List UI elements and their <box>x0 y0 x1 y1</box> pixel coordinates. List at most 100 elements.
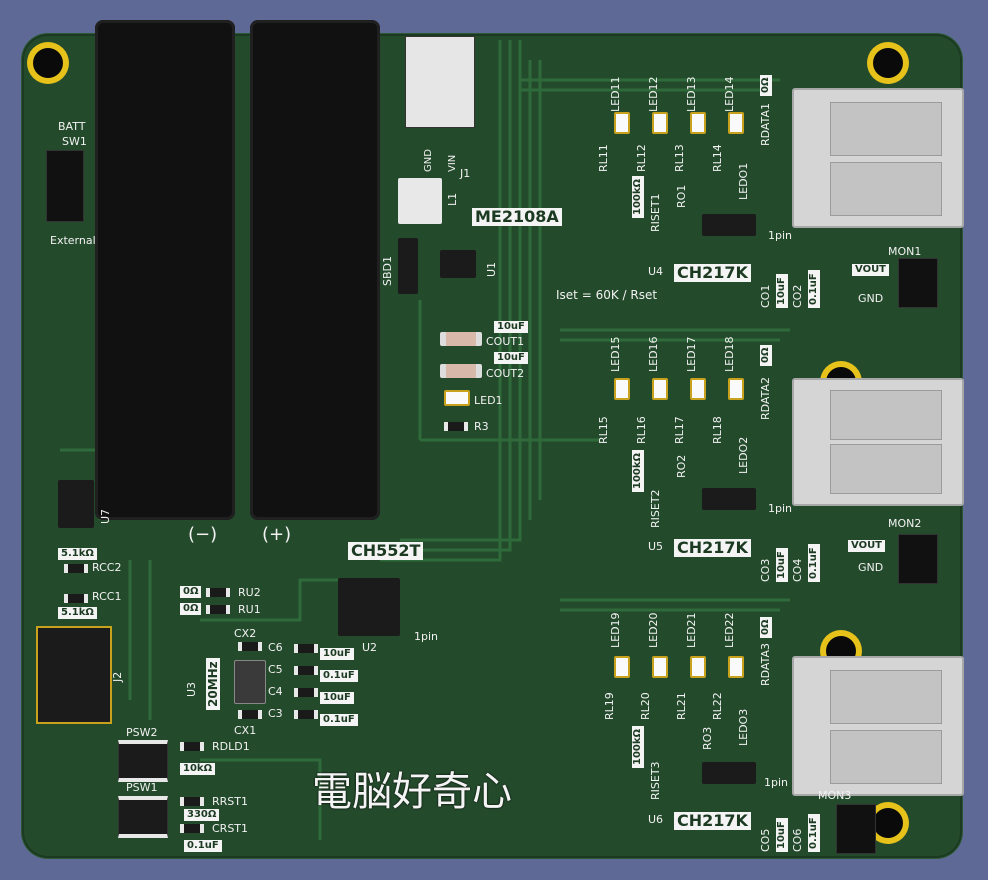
silk-rl11: RL11 <box>597 144 610 172</box>
val-co6: 0.1uF <box>808 814 820 852</box>
usb-a-port-1[interactable] <box>792 88 964 228</box>
silk-gnd-mon1: GND <box>858 292 884 305</box>
battery-holder-1 <box>95 20 235 520</box>
val-co5: 10uF <box>776 818 788 852</box>
silk-mon3: MON3 <box>818 789 852 802</box>
silk-ledo2: LEDO2 <box>737 436 750 474</box>
val-rrst1: 330Ω <box>184 809 220 821</box>
val-cout1: 10uF <box>494 321 528 333</box>
silk-ru1: RU1 <box>238 603 261 616</box>
header-mon2 <box>898 534 938 584</box>
silk-mon2: MON2 <box>888 517 922 530</box>
battery-plus-label: (+) <box>262 524 292 545</box>
silk-rdata1: RDATA1 <box>759 103 772 146</box>
silk-led11: LED11 <box>609 76 622 112</box>
silk-co5: CO5 <box>759 828 772 852</box>
push-switch-psw1 <box>118 796 168 838</box>
silk-led15: LED15 <box>609 336 622 372</box>
val-c5: 0.1uF <box>320 670 358 682</box>
val-riset2: 100kΩ <box>632 449 644 492</box>
silk-crst1: CRST1 <box>212 822 249 835</box>
silk-1pin-u4: 1pin <box>768 229 793 242</box>
silk-ro3: RO3 <box>701 726 714 750</box>
cap-c6 <box>294 644 318 653</box>
silk-rcc2: RCC2 <box>92 561 122 574</box>
led1 <box>444 390 470 406</box>
usb-a-port-3[interactable] <box>792 656 964 796</box>
silk-ledo3: LEDO3 <box>737 708 750 746</box>
led14 <box>728 112 744 134</box>
cap-c3 <box>294 710 318 719</box>
silk-external: External <box>50 234 96 247</box>
diode-sbd1 <box>398 238 418 294</box>
usb-a-port-2[interactable] <box>792 378 964 506</box>
silk-led13: LED13 <box>685 76 698 112</box>
ic-u1 <box>440 250 476 278</box>
silk-l1: L1 <box>446 192 459 206</box>
silk-cx1: CX1 <box>234 724 257 737</box>
silk-psw1: PSW1 <box>126 781 158 794</box>
silk-ch217k-u6: CH217K <box>674 812 751 830</box>
val-c6: 10uF <box>320 648 354 660</box>
val-cout2: 10uF <box>494 352 528 364</box>
silk-rrst1: RRST1 <box>212 795 248 808</box>
cap-cx2 <box>238 642 262 651</box>
silk-led17: LED17 <box>685 336 698 372</box>
silk-cout2: COUT2 <box>486 367 525 380</box>
led21 <box>690 656 706 678</box>
led20 <box>652 656 668 678</box>
silk-sbd1: SBD1 <box>381 256 394 286</box>
led12 <box>652 112 668 134</box>
silk-c5: C5 <box>268 663 283 676</box>
silk-riset3: RISET3 <box>649 761 662 800</box>
silk-led21: LED21 <box>685 612 698 648</box>
silk-sw1: SW1 <box>62 135 87 148</box>
val-co4: 0.1uF <box>808 544 820 582</box>
silk-u6: U6 <box>648 813 664 826</box>
silk-20mhz: 20MHz <box>206 658 220 710</box>
silk-rl17: RL17 <box>673 416 686 444</box>
silk-u5: U5 <box>648 540 664 553</box>
resistor-r3 <box>444 422 468 431</box>
silk-u3: U3 <box>185 681 198 697</box>
silk-led16: LED16 <box>647 336 660 372</box>
silk-1pin-u6: 1pin <box>764 776 789 789</box>
resistor-rcc2 <box>64 564 88 573</box>
silk-vout-mon1: VOUT <box>852 264 890 276</box>
silk-rl21: RL21 <box>675 692 688 720</box>
ic-u7 <box>58 480 94 528</box>
led13 <box>690 112 706 134</box>
silk-me2108a: ME2108A <box>472 208 562 226</box>
inductor-l1 <box>398 178 442 224</box>
led15 <box>614 378 630 400</box>
silk-led20: LED20 <box>647 612 660 648</box>
silk-j2: J2 <box>111 671 124 682</box>
cap-crst1 <box>180 824 204 833</box>
usb-c-connector-j2 <box>36 626 112 724</box>
silk-rl12: RL12 <box>635 144 648 172</box>
silk-ro1: RO1 <box>675 184 688 208</box>
connector-j1 <box>405 36 475 128</box>
mount-hole-br <box>873 808 903 838</box>
battery-holder-2 <box>250 20 380 520</box>
cap-cout1 <box>440 332 482 346</box>
silk-c6: C6 <box>268 641 283 654</box>
cap-cout2 <box>440 364 482 378</box>
cap-c4 <box>294 688 318 697</box>
silk-rl20: RL20 <box>639 692 652 720</box>
ic-u6-ch217k <box>702 762 756 784</box>
val-rcc2: 5.1kΩ <box>58 548 97 560</box>
silk-led19: LED19 <box>609 612 622 648</box>
resistor-rdld1 <box>180 742 204 751</box>
silk-r3: R3 <box>474 420 489 433</box>
val-co1: 10uF <box>776 274 788 308</box>
silk-led14: LED14 <box>723 76 736 112</box>
silk-led22: LED22 <box>723 612 736 648</box>
val-rdld1: 10kΩ <box>180 763 216 775</box>
led18 <box>728 378 744 400</box>
silk-rcc1: RCC1 <box>92 590 122 603</box>
silk-ch552t: CH552T <box>348 542 424 560</box>
silk-cout1: COUT1 <box>486 335 525 348</box>
silk-co1: CO1 <box>759 284 772 308</box>
